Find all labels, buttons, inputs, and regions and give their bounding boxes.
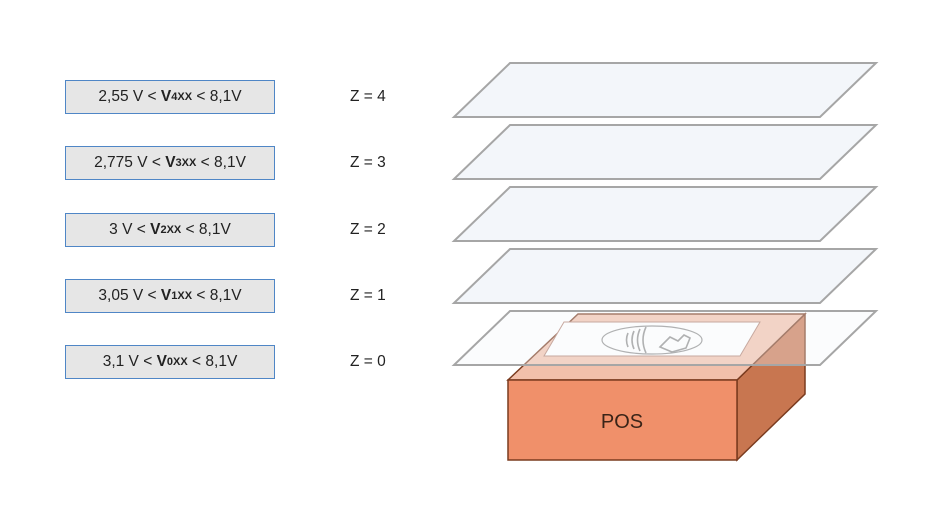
plane-z0	[451, 310, 879, 366]
contactless-icon	[601, 325, 703, 355]
plane-z1	[451, 248, 879, 304]
reader-pad	[543, 321, 761, 357]
pos-label: POS	[601, 411, 643, 433]
z-label-3: Z = 3	[350, 154, 386, 171]
contactless-waves-icon	[625, 326, 692, 354]
plane-z4	[451, 62, 879, 118]
plane-z3	[451, 124, 879, 180]
z-label-0: Z = 0	[350, 353, 386, 370]
pos-front-face	[507, 379, 738, 461]
pos-terminal: POS	[506, 312, 807, 462]
z-label-4: Z = 4	[350, 88, 386, 105]
plane-z2	[451, 186, 879, 242]
z-label-1: Z = 1	[350, 287, 386, 304]
z-label-2: Z = 2	[350, 221, 386, 238]
